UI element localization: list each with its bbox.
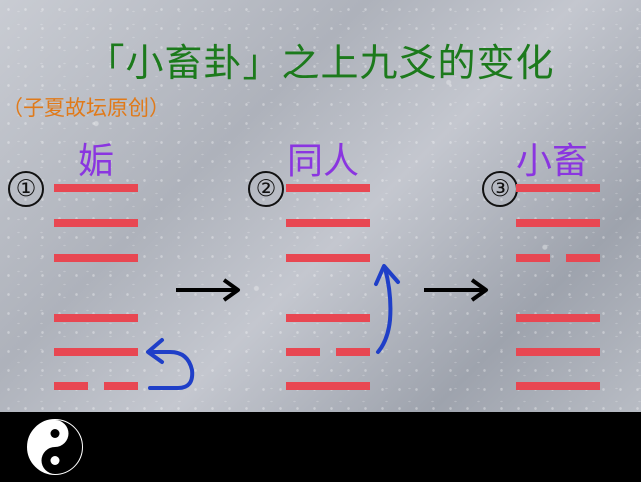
hexagram-line-yin [286, 348, 370, 356]
arrow-layer [146, 264, 488, 390]
hexagram-line-yang [286, 219, 370, 227]
line-segment [286, 254, 370, 262]
hexagram-1-name: 姤 [78, 141, 115, 182]
line-segment [516, 254, 550, 262]
hexagram-line-yang [54, 314, 138, 322]
hexagram-2-name: 同人 [287, 141, 360, 182]
line-segment [516, 382, 600, 390]
hexagram-3-name: 小畜 [516, 141, 589, 182]
hexagram-line-yang [286, 314, 370, 322]
line-segment [516, 219, 600, 227]
hexagram-line-yang [516, 219, 600, 227]
curved-arrow-icon [146, 338, 195, 390]
right-arrow-icon [424, 278, 488, 302]
yin-yang-icon [27, 419, 83, 475]
hexagram-line-yang [54, 184, 138, 192]
line-segment [286, 348, 320, 356]
curved-arrow-icon [374, 264, 400, 354]
line-segment [286, 314, 370, 322]
line-segment [286, 184, 370, 192]
line-segment [104, 382, 138, 390]
hexagram-line-yang [516, 314, 600, 322]
line-segment [566, 254, 600, 262]
hexagram-line-yin [54, 382, 138, 390]
hexagram-line-yang [516, 348, 600, 356]
hexagram-line-yang [286, 184, 370, 192]
hexagram-2-number: ② [248, 171, 284, 207]
line-segment [516, 184, 600, 192]
hexagram-line-yang [516, 382, 600, 390]
line-segment [516, 314, 600, 322]
diagram-title: 「小畜卦」之上九爻的变化 [86, 41, 555, 85]
bottom-bar [0, 412, 641, 482]
line-segment [286, 382, 370, 390]
hexagram-line-yang [516, 184, 600, 192]
hexagram-1-number: ① [8, 171, 44, 207]
line-segment [54, 348, 138, 356]
line-segment [336, 348, 370, 356]
line-segment [54, 314, 138, 322]
line-segment [54, 382, 88, 390]
hexagram-line-yang [54, 219, 138, 227]
line-segment [286, 219, 370, 227]
hexagram-line-yang [54, 348, 138, 356]
hexagram-line-yang [286, 382, 370, 390]
hexagram-line-yang [286, 254, 370, 262]
diagram-canvas: 「小畜卦」之上九爻的变化 （子夏故坛原创） 姤 同人 小畜 ① ② ③ [0, 0, 641, 412]
right-arrow-icon [176, 278, 240, 302]
hexagram-line-yin [516, 254, 600, 262]
line-segment [54, 184, 138, 192]
line-segment [54, 254, 138, 262]
line-segment [54, 219, 138, 227]
diagram-subtitle: （子夏故坛原创） [2, 96, 170, 120]
hexagram-line-yang [54, 254, 138, 262]
line-segment [516, 348, 600, 356]
